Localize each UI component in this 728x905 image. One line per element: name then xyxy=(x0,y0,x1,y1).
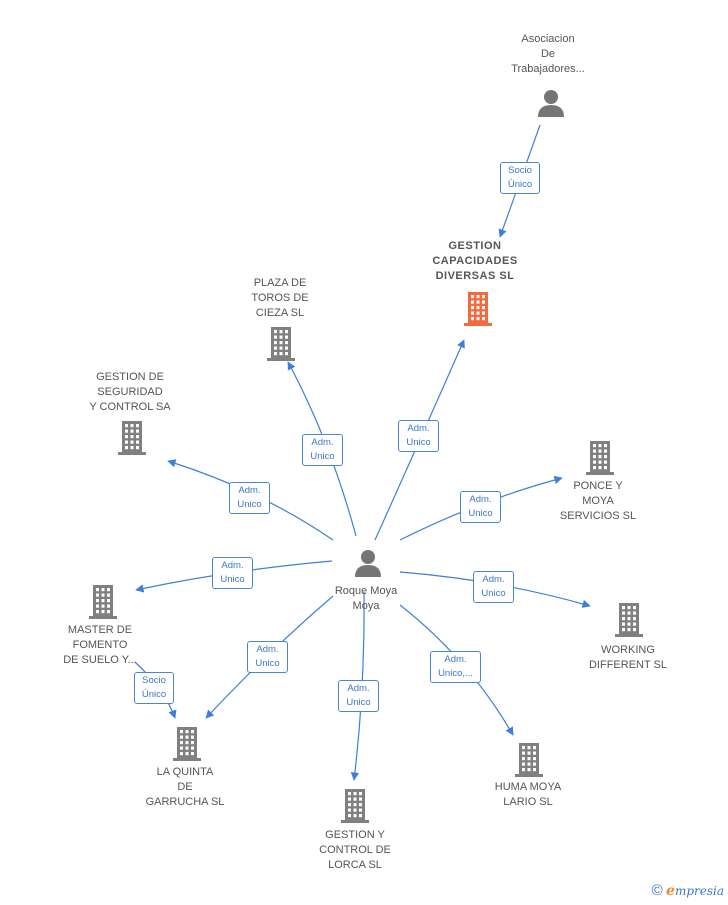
node-label: WORKING DIFFERENT SL xyxy=(588,644,668,671)
node-label: PLAZA DE TOROS DE CIEZA SL xyxy=(251,277,309,319)
empresia-brand-logo[interactable]: © empresia xyxy=(651,882,724,899)
node-label: HUMA MOYA LARIO SL xyxy=(494,781,562,808)
node-label: LA QUINTA DE GARRUCHA SL xyxy=(145,766,225,808)
node-gestion-y-control-de-lorca[interactable]: GESTION Y CONTROL DE LORCA SL xyxy=(303,828,407,873)
edge-role-badge[interactable]: Adm. Unico xyxy=(460,491,501,523)
edge-role-badge[interactable]: Adm. Unico xyxy=(473,571,514,603)
node-gestion-capacidades-diversas[interactable]: GESTION CAPACIDADES DIVERSAS SL xyxy=(410,239,540,284)
node-label: Roque Moya Moya xyxy=(334,585,398,612)
node-roque-moya-moya[interactable]: Roque Moya Moya xyxy=(316,584,416,614)
building-icon[interactable] xyxy=(170,726,204,767)
node-asociacion-de-trabajadores[interactable]: Asociacion De Trabajadores... xyxy=(488,32,608,77)
edge-role-badge[interactable]: Adm. Unico xyxy=(229,482,270,514)
edge-role-badge[interactable]: Adm. Unico xyxy=(398,420,439,452)
node-gestion-de-seguridad-y-control[interactable]: GESTION DE SEGURIDAD Y CONTROL SA xyxy=(70,370,190,415)
node-label: Asociacion De Trabajadores... xyxy=(511,33,585,75)
node-label: MASTER DE FOMENTO DE SUELO Y... xyxy=(63,624,137,666)
building-icon[interactable] xyxy=(612,602,646,643)
node-working-different[interactable]: WORKING DIFFERENT SL xyxy=(576,643,680,673)
edge-role-badge[interactable]: Adm. Unico xyxy=(302,434,343,466)
node-la-quinta-de-garrucha[interactable]: LA QUINTA DE GARRUCHA SL xyxy=(135,765,235,810)
building-icon[interactable] xyxy=(264,326,298,367)
node-master-de-fomento-de-suelo[interactable]: MASTER DE FOMENTO DE SUELO Y... xyxy=(50,623,150,668)
copyright-icon: © xyxy=(651,882,663,899)
node-label: GESTION DE SEGURIDAD Y CONTROL SA xyxy=(89,371,171,413)
person-icon[interactable] xyxy=(353,548,383,583)
building-icon[interactable] xyxy=(512,742,546,783)
building-icon[interactable] xyxy=(338,788,372,829)
edge-role-badge[interactable]: Socio Único xyxy=(500,162,540,194)
node-ponce-y-moya-servicios[interactable]: PONCE Y MOYA SERVICIOS SL xyxy=(548,479,648,524)
edge-role-badge[interactable]: Adm. Unico xyxy=(212,557,253,589)
edge-role-badge[interactable]: Adm. Unico,... xyxy=(430,651,481,683)
node-label: GESTION CAPACIDADES DIVERSAS SL xyxy=(432,240,518,282)
edge-role-badge[interactable]: Socio Único xyxy=(134,672,174,704)
edge-role-badge[interactable]: Adm. Unico xyxy=(338,680,379,712)
node-plaza-de-toros-de-cieza[interactable]: PLAZA DE TOROS DE CIEZA SL xyxy=(230,276,330,321)
edge-role-badge[interactable]: Adm. Unico xyxy=(247,641,288,673)
building-icon[interactable] xyxy=(583,440,617,481)
building-icon-highlighted[interactable] xyxy=(461,291,495,332)
node-label: PONCE Y MOYA SERVICIOS SL xyxy=(559,480,637,522)
node-huma-moya-lario[interactable]: HUMA MOYA LARIO SL xyxy=(478,780,578,810)
building-icon[interactable] xyxy=(86,584,120,625)
building-icon[interactable] xyxy=(115,420,149,461)
node-label: GESTION Y CONTROL DE LORCA SL xyxy=(319,829,391,871)
person-icon[interactable] xyxy=(536,88,566,123)
